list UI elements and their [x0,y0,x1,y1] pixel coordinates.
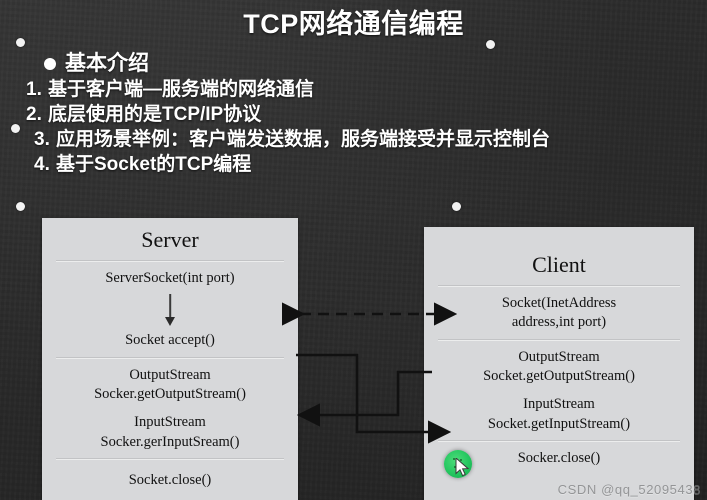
client-row-socket-line1: Socket(InetAddress [501,295,617,312]
server-panel-title: Server [141,227,199,252]
mouse-cursor-icon [455,458,470,477]
slide-title: TCP网络通信编程 [243,9,464,39]
bullet-item-3-label: 应用场景举例：客户端发送数据，服务端接受并显示控制台 [56,128,551,150]
server-flow-arrow-icon [42,292,298,327]
highlight-spark-2 [460,459,462,461]
server-row-serversocket: ServerSocket(int port) [105,270,235,287]
selection-handle-top-left[interactable] [16,38,25,47]
client-row-close: Socker.close() [517,449,601,466]
server-divider-2 [56,356,284,359]
bullet-item-4-number: 4. [34,154,50,175]
client-row-socket-line2: address,int port) [511,314,607,331]
bullet-item-2: 2. 底层使用的是TCP/IP协议 [26,102,707,127]
server-divider-1 [56,260,284,263]
watermark: CSDN @qq_52095438 [557,482,701,497]
selection-handle-bottom-mid[interactable] [452,202,461,211]
highlight-spark-1 [453,458,455,460]
bullet-item-3: 3. 应用场景举例：客户端发送数据，服务端接受并显示控制台 [34,127,707,152]
bullet-dot-icon [44,58,56,71]
arrow-head [165,317,175,327]
bullet-list: 基本介绍 1. 基于客户端—服务端的网络通信 2. 底层使用的是TCP/IP协议 3… [20,52,707,177]
bullet-item-1-label: 基于客户端—服务端的网络通信 [48,78,315,100]
bullet-item-1-number: 1. [26,78,42,100]
client-row-getinputstream: Socket.getInputStream() [487,415,631,432]
connector-client-output-to-server-input [296,370,432,427]
client-panel-title: Client [532,252,586,277]
bullet-item-4: 4. 基于Socket的TCP编程 [34,152,707,177]
arrow-stem [169,294,171,320]
bullet-heading-label: 基本介绍 [65,52,149,75]
bullet-item-2-number: 2. [26,103,42,125]
server-row-close: Socket.close() [128,471,212,488]
client-divider-1 [438,285,680,288]
client-row-getoutputstream: Socket.getOutputStream() [483,367,635,384]
bullet-item-3-number: 3. [34,128,50,150]
selection-handle-top-right[interactable] [486,40,495,49]
selection-handle-mid-left[interactable] [11,124,20,133]
bullet-item-4-label: 基于Socket的TCP编程 [56,154,252,175]
client-row-inputstream: InputStream [523,396,595,413]
bullet-item-2-label: 底层使用的是TCP/IP协议 [48,103,262,125]
highlight-spark-3 [454,466,456,468]
server-divider-3 [56,457,284,460]
server-row-getoutputstream: Socker.getOutputStream() [94,385,246,402]
server-row-accept: Socket accept() [125,332,215,349]
bullet-heading: 基本介绍 [44,52,707,77]
server-row-getinputstream: Socker.gerInputSream() [100,433,240,450]
click-highlight [444,450,472,478]
bullet-item-1: 1. 基于客户端—服务端的网络通信 [26,77,707,102]
server-row-inputstream: InputStream [134,414,206,431]
server-row-outputstream: OutputStream [129,366,211,383]
client-row-outputstream: OutputStream [518,348,600,365]
selection-handle-bottom-left[interactable] [16,202,25,211]
server-diagram-panel: Server ServerSocket(int port) Socket acc… [42,218,298,500]
client-divider-2 [438,338,680,341]
client-divider-3 [438,439,680,442]
